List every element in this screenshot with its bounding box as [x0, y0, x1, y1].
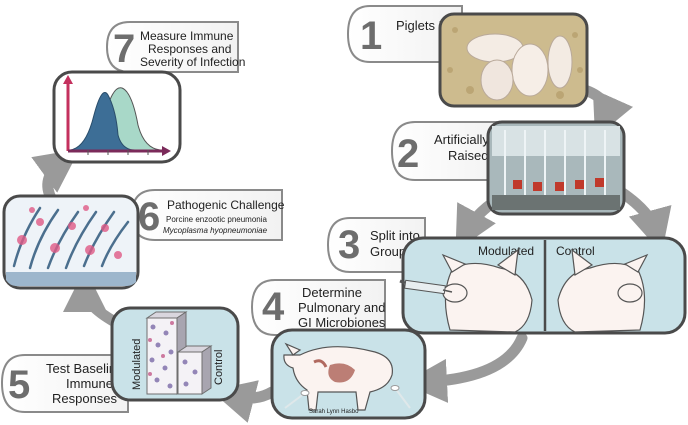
arrow-4-to-5	[210, 380, 278, 423]
modulated-bar	[145, 311, 188, 395]
arrow-5-to-6	[63, 268, 121, 328]
curve-modulated	[69, 92, 136, 151]
step-3-line1: Split into	[370, 228, 420, 243]
step-4-line2: Pulmonary and	[298, 300, 385, 315]
step-7-number: 7	[113, 27, 135, 71]
step-2-line2: Raised	[448, 148, 488, 163]
step-7-line2: Responses and	[148, 42, 231, 56]
microbiome-panel: Sarah Lynn Hasbo	[270, 328, 427, 420]
step-3: 3 Split into Groups Modulated Control	[326, 217, 687, 335]
step-7-line3: Severity of Infection	[140, 55, 245, 69]
step-4: 4 Determine Pulmonary and GI Microbiones…	[250, 279, 427, 420]
step-5-line3: Responses	[52, 391, 118, 406]
step-6: 6 Pathogenic Challenge Porcine enzootic …	[2, 189, 285, 290]
step-7-line1: Measure Immune	[140, 29, 234, 43]
control-group-label: Control	[556, 244, 595, 258]
step-1-bubble	[346, 5, 463, 63]
step-2-number: 2	[397, 132, 419, 176]
modulated-pig-head	[441, 248, 533, 333]
step-6-number: 6	[138, 195, 160, 239]
arrow-3-to-4	[403, 332, 528, 403]
step-5-line1: Test Baseline	[46, 361, 123, 376]
step-5: 5 Test Baseline Immune Responses Modulat…	[0, 306, 240, 413]
syringe	[399, 279, 453, 295]
step-3-number: 3	[338, 223, 360, 267]
step-1: 1 Piglets Born	[346, 5, 589, 108]
step-2-line1: Artificially	[434, 132, 489, 147]
baseline-panel: Modulated Control	[110, 306, 240, 402]
step-7: 7 Measure Immune Responses and Severity …	[52, 21, 245, 164]
step-3-bubble	[326, 217, 426, 273]
swab-right	[390, 385, 411, 409]
step-6-detail2: Mycoplasma hyopneumoniae	[163, 226, 268, 235]
control-bar	[176, 345, 213, 395]
groups-panel: Modulated Control	[399, 236, 687, 335]
swab-left	[284, 390, 310, 409]
arrow-1-to-2	[579, 84, 634, 139]
step-2-bubble	[390, 121, 506, 181]
step-2: 2 Artificially Raised	[390, 120, 626, 216]
step-6-detail1: Porcine enzootic pneumonia	[166, 215, 268, 224]
step-5-bubble	[0, 354, 129, 413]
pens-photo	[486, 120, 626, 216]
modulated-group-label: Modulated	[478, 244, 534, 258]
step-5-number: 5	[8, 363, 30, 407]
step-4-line3: GI Microbiones	[298, 315, 386, 330]
bar-label-modulated: Modulated	[131, 339, 143, 390]
step-4-line1: Determine	[302, 285, 362, 300]
step-4-number: 4	[262, 285, 285, 329]
piglets-photo	[438, 12, 589, 108]
step-4-bubble	[250, 279, 386, 336]
control-pig-head	[557, 248, 649, 333]
arrow-6-to-7	[31, 149, 80, 206]
step-5-line2: Immune	[66, 376, 113, 391]
bar-label-control: Control	[213, 350, 225, 385]
artist-signature: Sarah Lynn Hasbo	[309, 409, 359, 415]
lung-tissue-image	[2, 194, 140, 290]
step-6-title: Pathogenic Challenge	[167, 198, 285, 212]
step-1-number: 1	[360, 14, 382, 58]
immune-response-graph	[52, 70, 182, 164]
